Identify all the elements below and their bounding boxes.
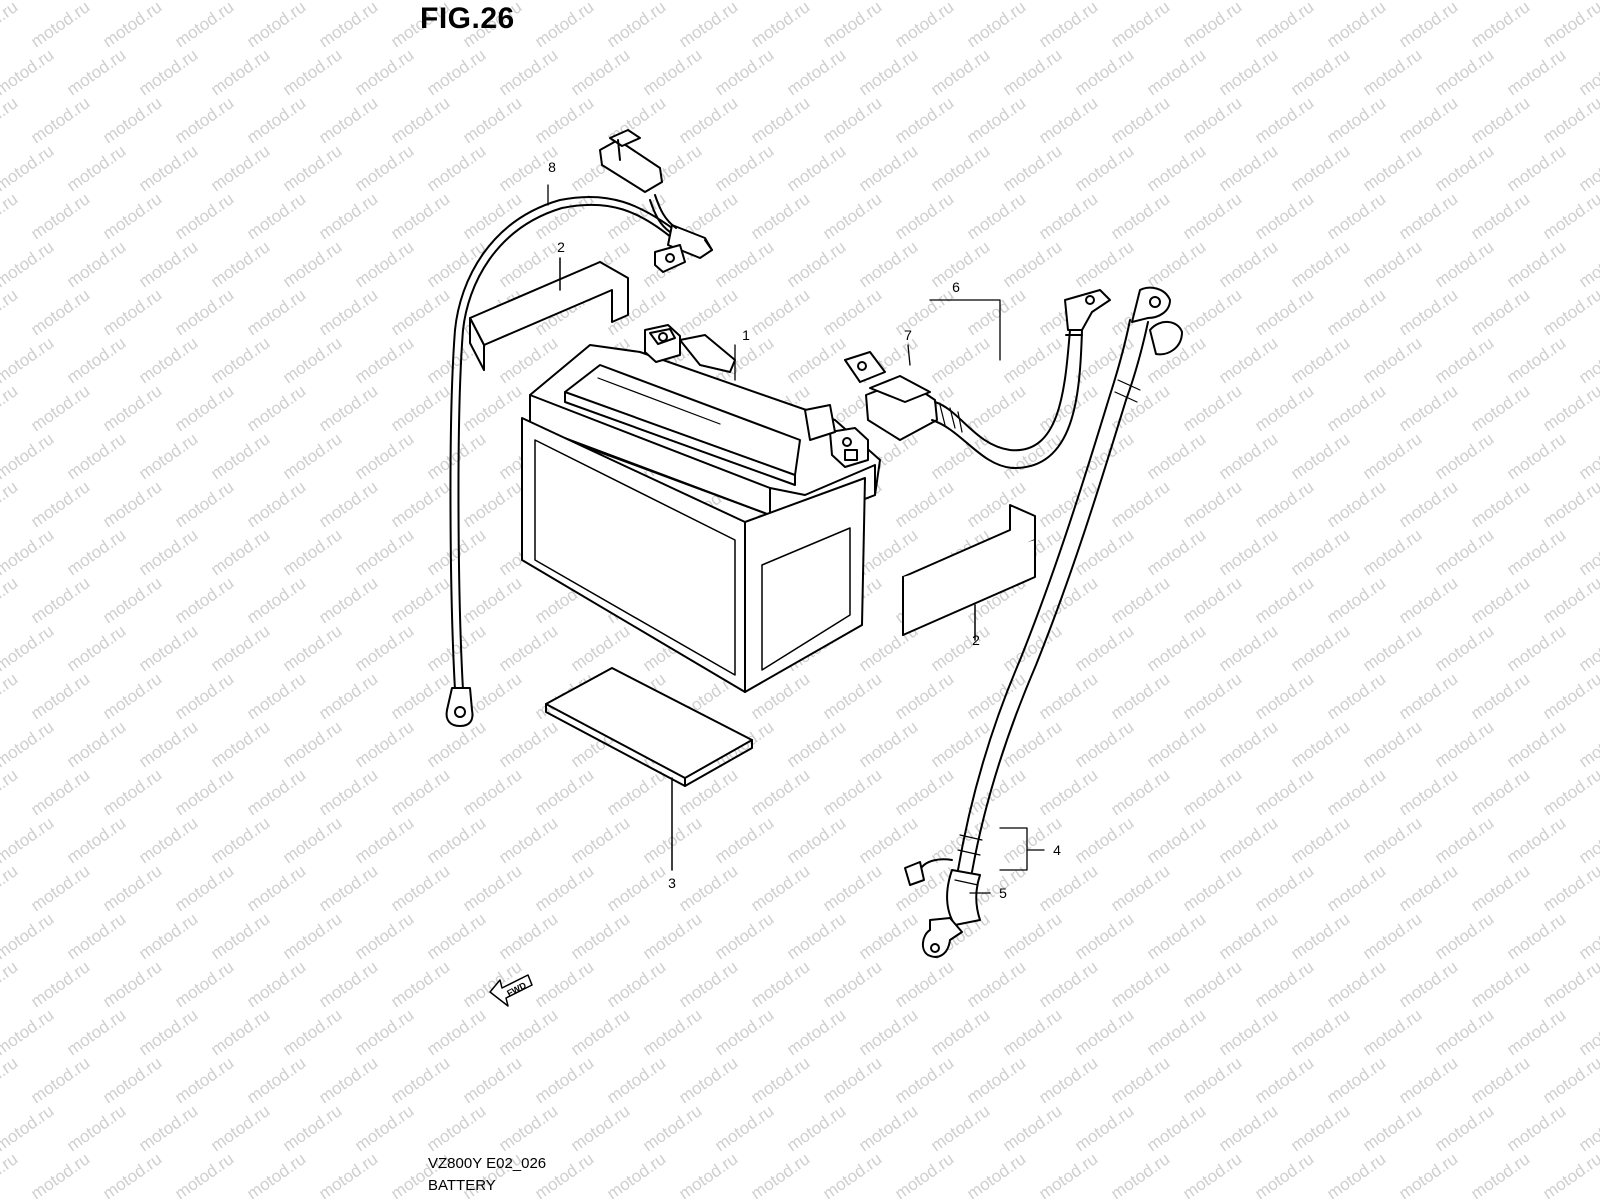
figure-caption: BATTERY: [428, 1177, 496, 1194]
callout-2-upper: 2: [557, 239, 565, 255]
callout-6: 6: [952, 279, 960, 295]
figure-title: FIG.26: [420, 2, 515, 35]
watermark-text: motod.ru: [1575, 0, 1600, 3]
callout-8: 8: [548, 159, 556, 175]
callout-3: 3: [668, 875, 676, 891]
callout-4: 4: [1053, 842, 1061, 858]
battery-pad: [545, 667, 753, 871]
callout-1: 1: [742, 327, 750, 343]
fwd-label: FWD: [505, 980, 528, 999]
callout-5: 5: [999, 885, 1007, 901]
battery: [521, 324, 881, 693]
model-code: VZ800Y E02_026: [428, 1155, 547, 1172]
callout-7: 7: [904, 327, 912, 343]
callout-2-right: 2: [972, 632, 980, 648]
